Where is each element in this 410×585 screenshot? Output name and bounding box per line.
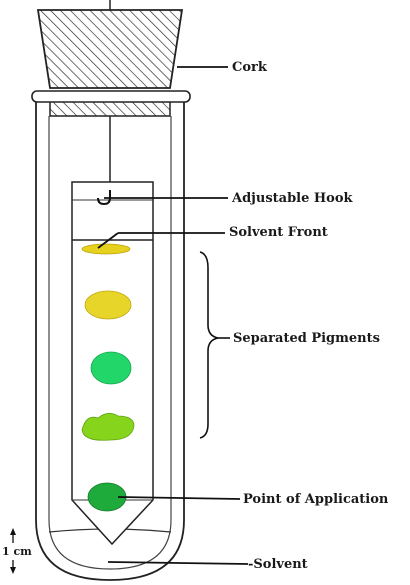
scale-arrowhead-up — [10, 528, 16, 535]
pigment-green — [90, 351, 132, 385]
pigment-yellow — [84, 290, 132, 320]
pigment-yellowgreen — [81, 413, 135, 441]
tube-rim — [31, 90, 191, 103]
leader-solvent — [107, 561, 249, 565]
label-adjustable-hook: Adjustable Hook — [232, 191, 353, 206]
test-tube-inner — [48, 116, 172, 570]
label-cork: Cork — [232, 60, 267, 75]
pigment-yellow-top — [81, 243, 131, 255]
label-solvent-front: Solvent Front — [229, 225, 328, 240]
label-scale: 1 cm — [2, 545, 32, 558]
leader-application — [117, 496, 241, 500]
label-solvent: -Solvent — [248, 557, 308, 572]
hook-icon — [97, 190, 111, 206]
pigment-bracket — [199, 251, 219, 439]
leader-front — [97, 232, 119, 249]
cork — [36, 9, 184, 89]
label-point-of-application: Point of Application — [243, 492, 389, 507]
test-tube-outer — [35, 102, 185, 581]
label-separated-pigments: Separated Pigments — [233, 331, 380, 346]
scale-arrowhead-down — [10, 567, 16, 574]
